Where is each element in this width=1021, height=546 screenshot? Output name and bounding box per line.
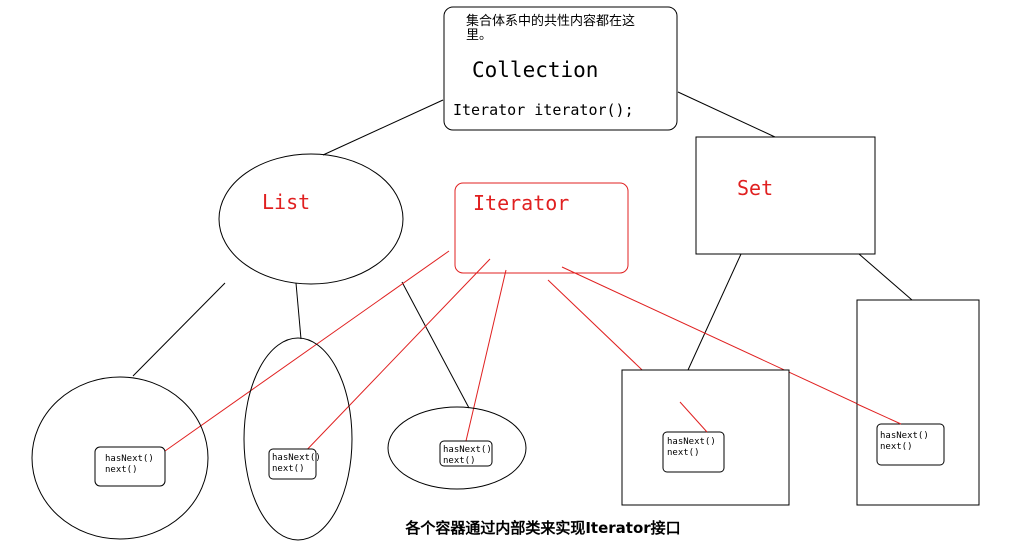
iterator-connector-tips — [679, 401, 902, 433]
set-label: Set — [737, 176, 773, 200]
list-node: List — [218, 153, 404, 285]
connector-list-mid — [295, 282, 302, 340]
method-box — [439, 440, 493, 467]
collection-method: Iterator iterator(); — [453, 101, 634, 119]
iterator-line-2 — [299, 258, 491, 458]
has-next-label: hasNext() — [443, 445, 492, 455]
method-box — [662, 431, 725, 473]
next-label: next() — [105, 465, 138, 475]
set-impl-2: hasNext() next() — [856, 299, 980, 506]
list-label: List — [262, 190, 310, 214]
method-box — [876, 423, 945, 466]
set-impl-1: hasNext() next() — [621, 369, 790, 506]
list-impl-3: hasNext() next() — [387, 406, 527, 490]
iterator-line-3 — [465, 269, 507, 442]
has-next-label: hasNext() — [105, 454, 154, 464]
next-label: next() — [443, 456, 476, 466]
iterator-connectors — [164, 250, 902, 458]
connector-collection-list — [322, 99, 444, 156]
collection-node: 集合体系中的共性内容都在这 里。 Collection Iterator ite… — [443, 6, 678, 131]
next-label: next() — [667, 448, 700, 458]
has-next-label: hasNext() — [272, 453, 321, 463]
next-label: next() — [272, 464, 305, 474]
set-node: Set — [695, 136, 876, 255]
connector-set-right — [858, 253, 913, 301]
iterator-node: Iterator — [454, 182, 629, 274]
iterator-line-5 — [561, 266, 902, 425]
list-impl-2: hasNext() next() — [243, 337, 353, 541]
collection-note-line2: 里。 — [466, 28, 492, 43]
hierarchy-connectors — [132, 91, 913, 409]
iterator-label: Iterator — [473, 191, 569, 215]
connector-list-right — [401, 281, 470, 409]
connector-list-left — [132, 282, 226, 377]
diagram-caption: 各个容器通过内部类来实现Iterator接口 — [404, 519, 680, 537]
method-box — [268, 448, 317, 480]
connector-set-left — [687, 253, 742, 371]
connector-collection-set — [677, 91, 776, 138]
collection-note-line1: 集合体系中的共性内容都在这 — [466, 13, 635, 29]
list-impl-1: hasNext() next() — [31, 376, 209, 540]
has-next-label: hasNext() — [880, 431, 929, 441]
next-label: next() — [880, 442, 913, 452]
method-box — [94, 446, 166, 487]
has-next-label: hasNext() — [667, 437, 716, 447]
collection-title: Collection — [472, 58, 598, 82]
iterator-line-1 — [164, 250, 450, 452]
